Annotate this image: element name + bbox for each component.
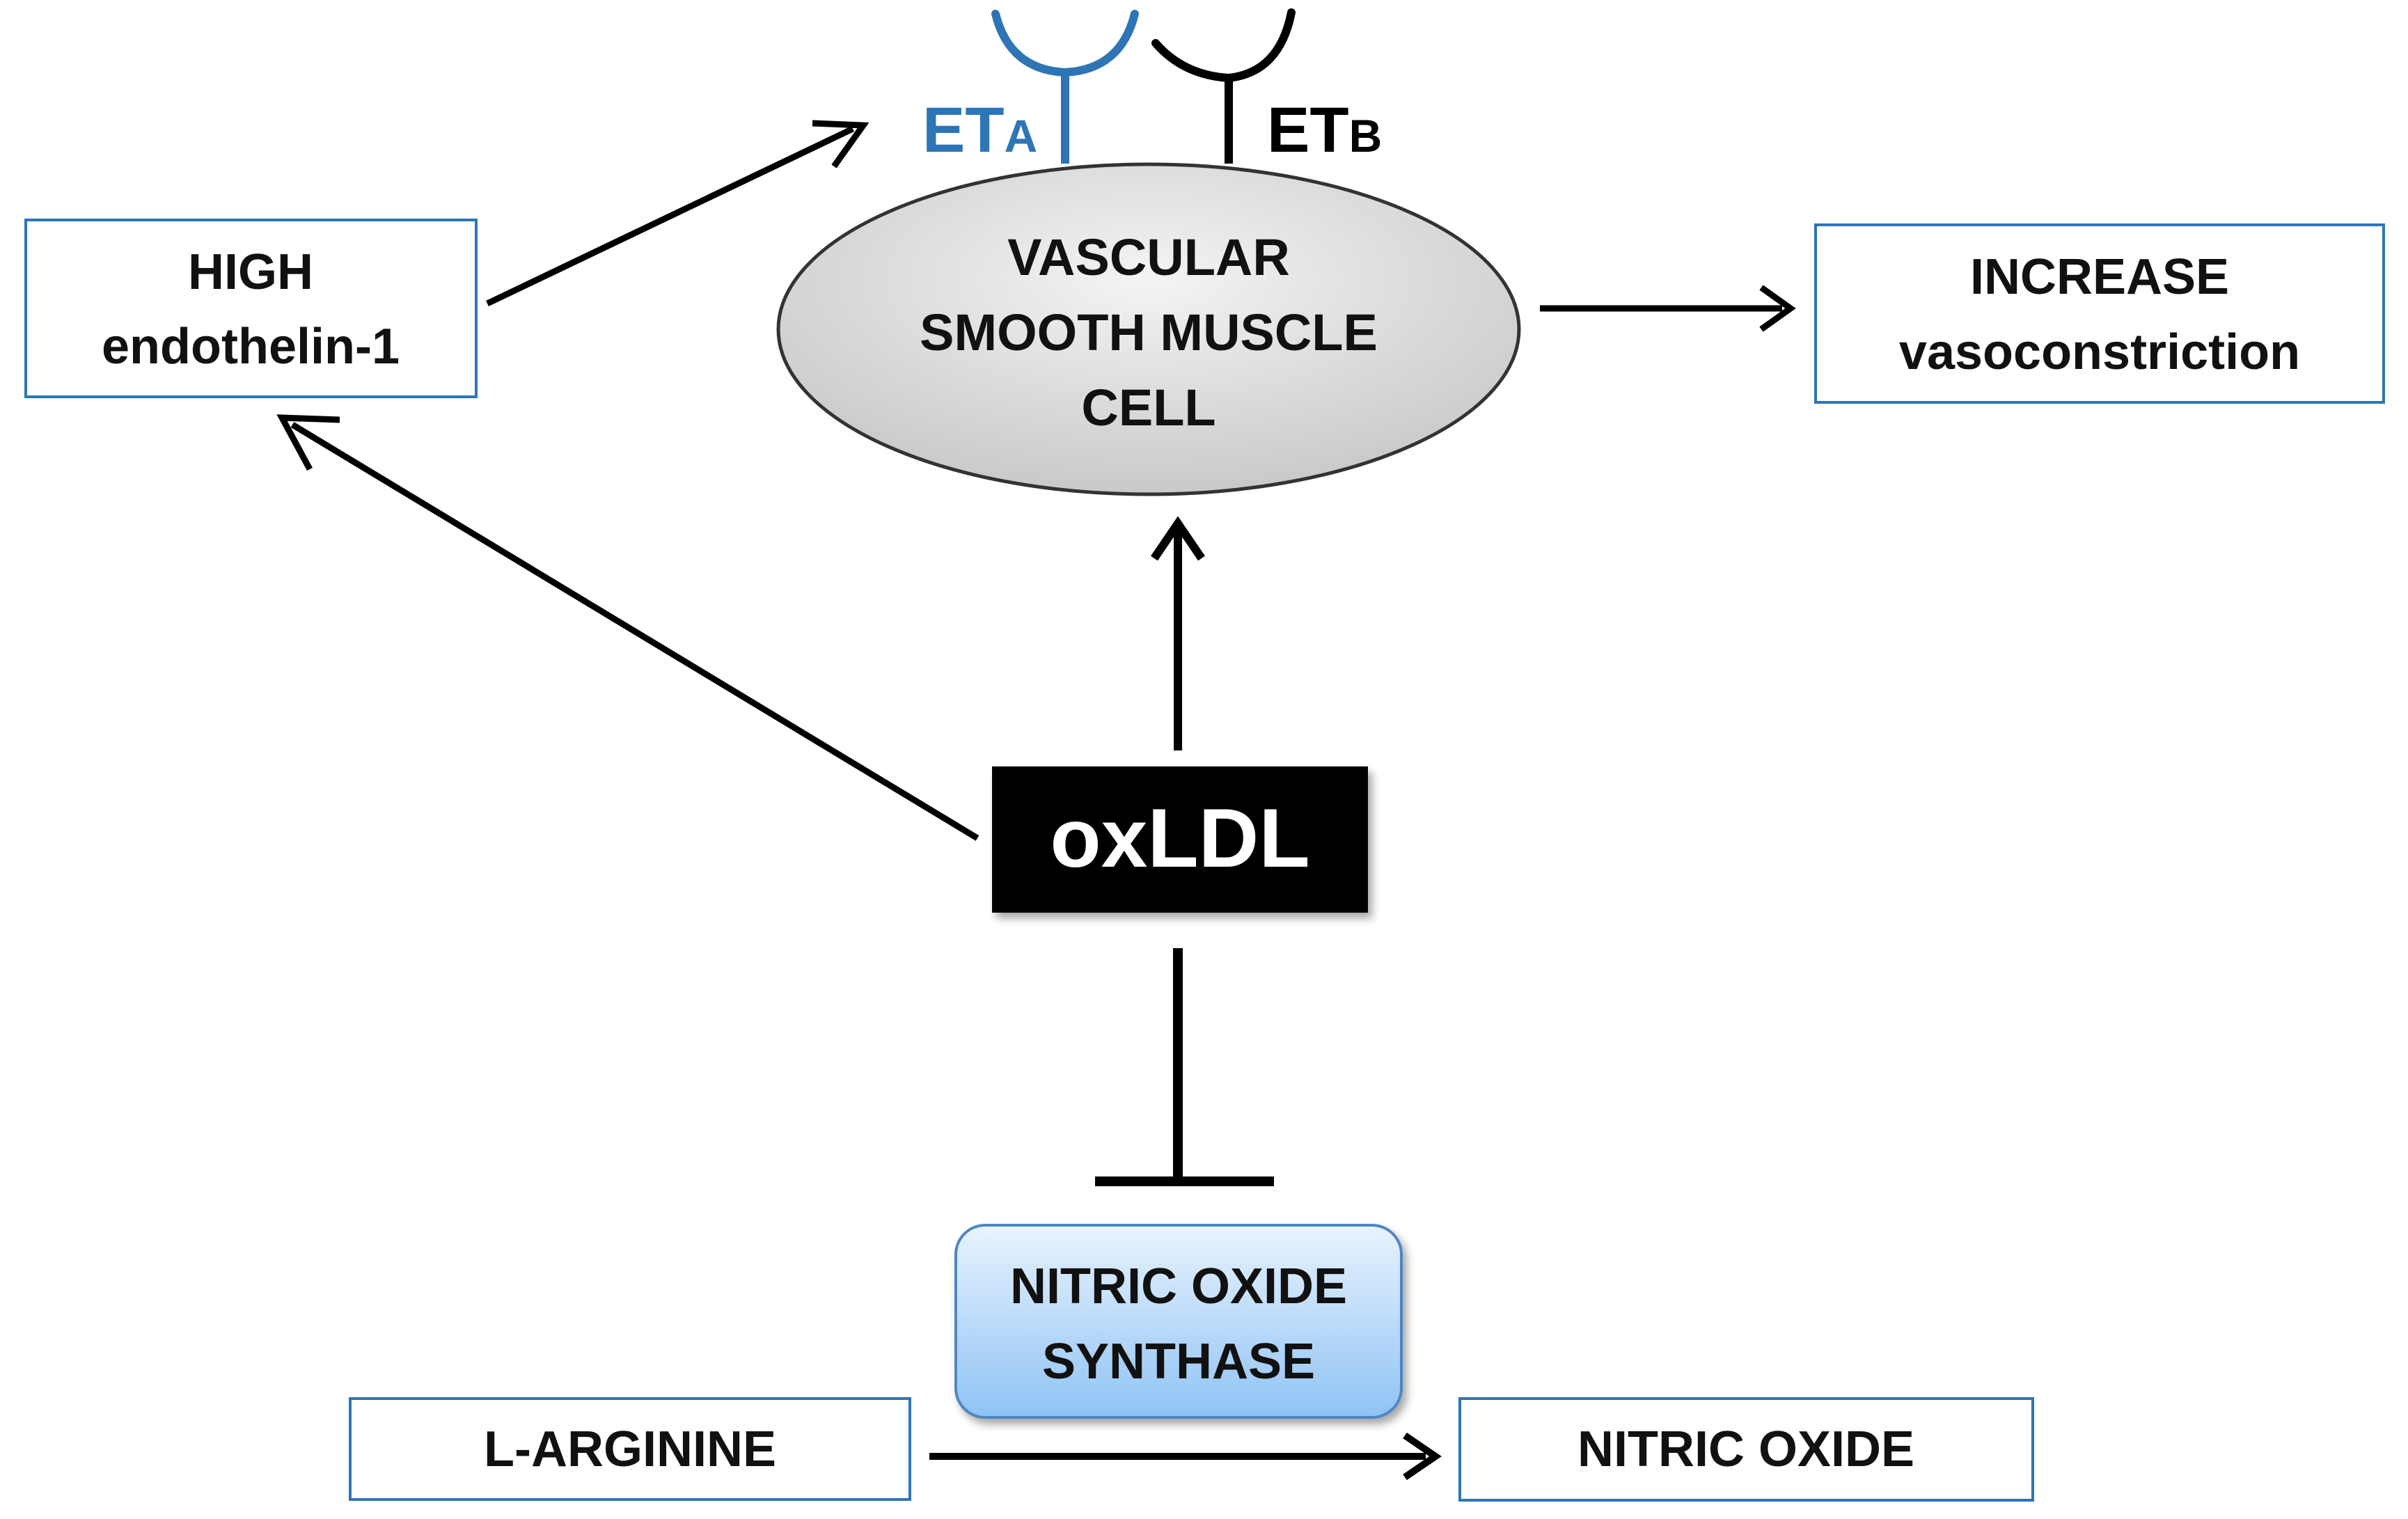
eta-label: ETA: [922, 95, 1037, 166]
eta-receptor-icon: [991, 10, 1139, 77]
arrow-oxldl-to-cell: [1151, 516, 1205, 750]
vasoconstriction-box: INCREASE vasoconstriction: [1814, 223, 2385, 404]
nitric-oxide-box: NITRIC OXIDE: [1458, 1397, 2034, 1502]
vascular-smooth-muscle-cell: VASCULAR SMOOTH MUSCLE CELL: [776, 162, 1521, 496]
etb-receptor-icon: [1151, 8, 1296, 83]
inhibition-oxldl-nos: [1095, 948, 1274, 1186]
vasoconstriction-label-line1: INCREASE: [1970, 249, 2229, 305]
nitric-oxide-label: NITRIC OXIDE: [1577, 1422, 1914, 1477]
endothelin-box: HIGH endothelin-1: [24, 219, 478, 398]
vasoconstriction-label-line2: vasoconstriction: [1899, 324, 2300, 380]
oxldl-box: oxLDL: [992, 766, 1368, 913]
l-arginine-box: L-ARGININE: [349, 1397, 911, 1501]
arrow-cell-to-vasoconstriction: [1540, 285, 1796, 332]
cell-label-line1: VASCULAR: [1007, 228, 1290, 286]
endothelin-label-line1: HIGH: [188, 244, 313, 300]
endothelin-label-line2: endothelin-1: [102, 319, 400, 375]
receptor-etb: ETB: [1151, 8, 1382, 166]
etb-label: ETB: [1267, 95, 1382, 166]
nos-label-line1: NITRIC OXIDE: [1010, 1259, 1347, 1314]
cell-label-line3: CELL: [1081, 379, 1215, 436]
nos-label-line2: SYNTHASE: [1042, 1334, 1315, 1390]
receptor-eta: ETA: [922, 10, 1139, 166]
l-arginine-label: L-ARGININE: [484, 1422, 776, 1477]
cell-label-line2: SMOOTH MUSCLE: [920, 304, 1378, 361]
oxldl-label: oxLDL: [1050, 792, 1309, 885]
arrow-oxldl-to-endothelin: [276, 414, 979, 841]
arrow-arginine-to-nitric-oxide: [929, 1432, 1442, 1481]
arrow-endothelin-to-receptors: [486, 120, 869, 307]
nitric-oxide-synthase-box: NITRIC OXIDE SYNTHASE: [954, 1224, 1403, 1419]
